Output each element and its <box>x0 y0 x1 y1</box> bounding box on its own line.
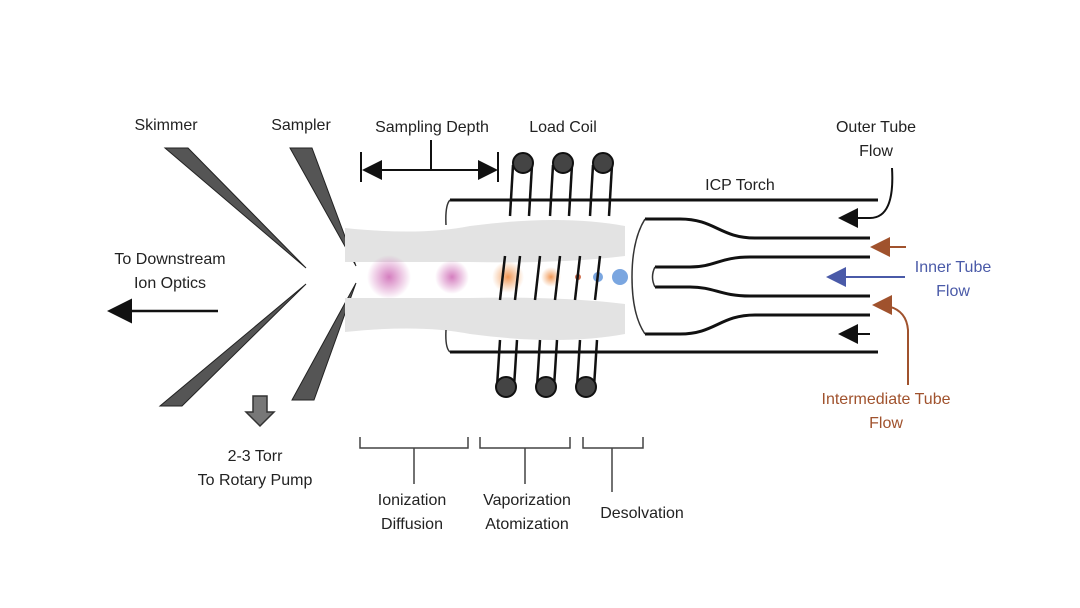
pump-label: To Rotary Pump <box>198 472 313 489</box>
diffusion-label: Diffusion <box>381 516 443 533</box>
sampler-cone <box>289 147 357 401</box>
ion-particle <box>435 260 469 294</box>
skimmer-cone <box>158 147 307 407</box>
vaporization-label: Vaporization <box>483 492 571 509</box>
sampler-label: Sampler <box>271 117 331 134</box>
downstream-label: To Downstream <box>114 251 225 268</box>
downstream-label-2: Ion Optics <box>134 275 206 292</box>
desolvation-label: Desolvation <box>600 505 684 522</box>
droplet-particle <box>612 269 628 285</box>
intermediate-tube-flow-label-2: Flow <box>869 415 903 432</box>
skimmer-label: Skimmer <box>134 117 198 134</box>
pump-pressure-label: 2-3 Torr <box>228 448 284 465</box>
outer-tube-flow-label: Outer Tube <box>836 119 916 136</box>
outer-flow-arrow <box>838 167 894 228</box>
inner-tube-flow-label-2: Flow <box>936 283 970 300</box>
zone-brackets <box>359 437 644 492</box>
atomization-label: Atomization <box>485 516 569 533</box>
sampling-depth-label: Sampling Depth <box>375 119 489 136</box>
ion-particle <box>367 255 411 299</box>
pump-arrow-icon <box>244 395 276 428</box>
intermediate-tube-flow-label: Intermediate Tube <box>822 391 951 408</box>
plasma <box>345 220 625 340</box>
inner-tube-flow-label: Inner Tube <box>915 259 992 276</box>
load-coil <box>495 152 614 398</box>
ionization-label: Ionization <box>378 492 447 509</box>
icp-torch <box>445 198 878 354</box>
load-coil-label: Load Coil <box>529 119 597 136</box>
intermediate-flow-arrow <box>872 295 909 385</box>
sampling-depth-bracket <box>360 140 499 182</box>
icp-torch-label: ICP Torch <box>705 177 775 194</box>
outer-tube-flow-label-2: Flow <box>859 143 893 160</box>
sample-particles <box>367 255 628 299</box>
